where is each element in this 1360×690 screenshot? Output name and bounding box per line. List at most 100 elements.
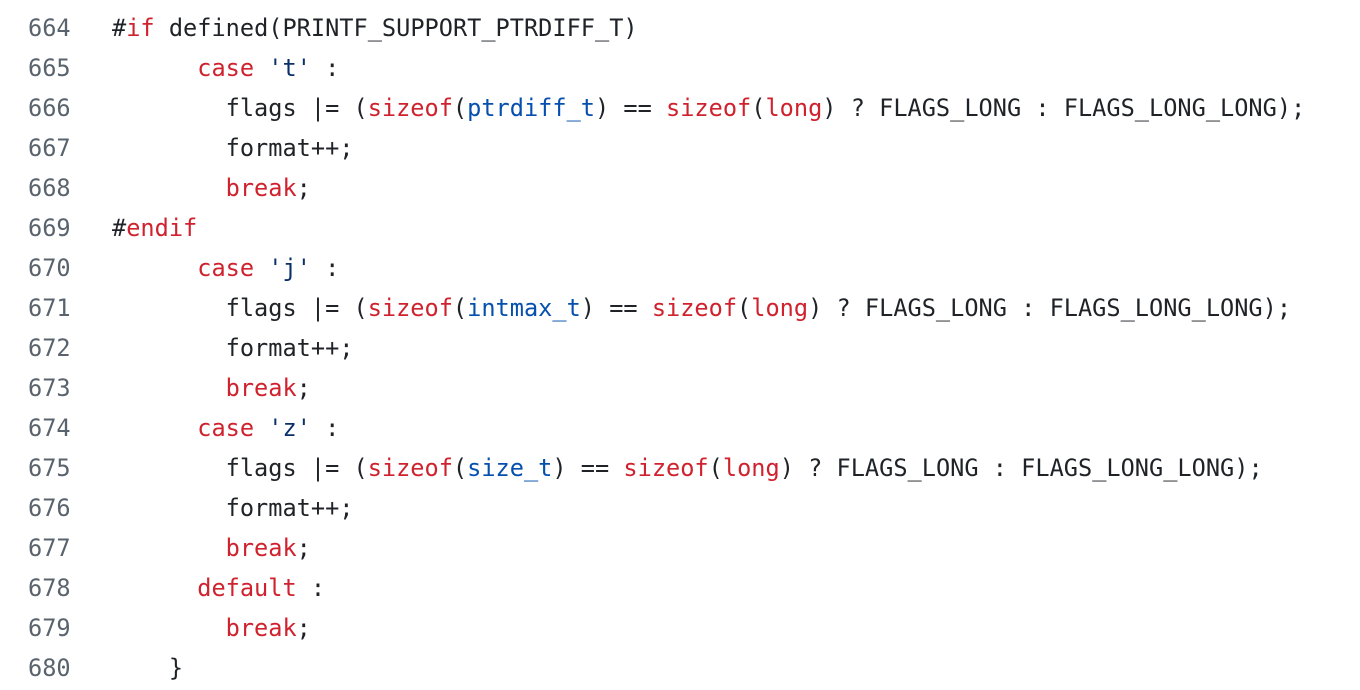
code-token-keyword: long xyxy=(765,94,823,122)
line-code: flags |= (sizeof(intmax_t) == sizeof(lon… xyxy=(112,288,1291,328)
line-code: flags |= (sizeof(ptrdiff_t) == sizeof(lo… xyxy=(112,88,1306,128)
line-code: #endif xyxy=(112,208,197,248)
line-code: format++; xyxy=(112,328,354,368)
code-token-plain: ( xyxy=(452,94,468,122)
code-token-type: ptrdiff_t xyxy=(467,94,595,122)
code-line: 679 break; xyxy=(0,608,1360,648)
code-token-keyword: case xyxy=(197,54,255,82)
line-number[interactable]: 674 xyxy=(28,414,71,442)
code-token-keyword: break xyxy=(225,174,297,202)
line-number[interactable]: 672 xyxy=(28,334,71,362)
code-token-type: intmax_t xyxy=(467,294,581,322)
code-line: 666 flags |= (sizeof(ptrdiff_t) == sizeo… xyxy=(0,88,1360,128)
line-code: #if defined(PRINTF_SUPPORT_PTRDIFF_T) xyxy=(112,8,638,48)
code-token-keyword: case xyxy=(197,414,255,442)
line-code: break; xyxy=(112,608,311,648)
line-number[interactable]: 668 xyxy=(28,174,71,202)
code-token-plain: # xyxy=(112,214,127,242)
line-code: flags |= (sizeof(size_t) == sizeof(long)… xyxy=(112,448,1263,488)
line-number[interactable]: 676 xyxy=(28,494,71,522)
code-token-plain: ; xyxy=(296,534,311,562)
code-token-plain: ( xyxy=(737,294,752,322)
code-token-plain: ( xyxy=(751,94,766,122)
line-number[interactable]: 667 xyxy=(28,134,71,162)
code-token-plain: ) == xyxy=(552,454,624,482)
code-line: 677 break; xyxy=(0,528,1360,568)
code-line: 664 #if defined(PRINTF_SUPPORT_PTRDIFF_T) xyxy=(0,8,1360,48)
code-token-plain xyxy=(112,174,226,202)
code-line: 665 case 't' : xyxy=(0,48,1360,88)
code-token-plain xyxy=(254,54,268,82)
code-token-plain: flags |= ( xyxy=(112,454,368,482)
code-token-plain: ) == xyxy=(580,294,652,322)
code-line: 676 format++; xyxy=(0,488,1360,528)
code-token-keyword: sizeof xyxy=(651,294,738,322)
code-token-keyword: sizeof xyxy=(367,294,453,322)
line-code: break; xyxy=(112,168,311,208)
code-token-keyword: sizeof xyxy=(367,454,453,482)
code-token-keyword: long xyxy=(751,294,809,322)
line-code: break; xyxy=(112,528,311,568)
code-line: 675 flags |= (sizeof(size_t) == sizeof(l… xyxy=(0,448,1360,488)
code-token-plain: ( xyxy=(452,294,468,322)
code-line: 672 format++; xyxy=(0,328,1360,368)
code-token-plain: ) ? FLAGS_LONG : FLAGS_LONG_LONG); xyxy=(779,454,1263,482)
code-token-plain: format++; xyxy=(112,134,354,162)
code-line: 673 break; xyxy=(0,368,1360,408)
line-number[interactable]: 679 xyxy=(28,614,71,642)
code-token-plain: ; xyxy=(296,614,311,642)
code-token-keyword: sizeof xyxy=(623,454,709,482)
line-code: case 'j' : xyxy=(112,248,339,288)
line-number[interactable]: 671 xyxy=(28,294,71,322)
code-token-plain: defined(PRINTF_SUPPORT_PTRDIFF_T) xyxy=(154,14,638,42)
code-token-plain: format++; xyxy=(112,334,354,362)
code-token-type: size_t xyxy=(467,454,553,482)
code-token-plain: ; xyxy=(296,174,311,202)
line-code: format++; xyxy=(112,488,354,528)
code-token-plain xyxy=(112,614,226,642)
code-token-plain: } xyxy=(112,654,184,682)
code-token-plain xyxy=(112,414,197,442)
code-token-plain: format++; xyxy=(112,494,354,522)
line-code: default : xyxy=(112,568,325,608)
code-token-keyword: break xyxy=(225,374,297,402)
code-token-plain: ( xyxy=(708,454,723,482)
code-line: 678 default : xyxy=(0,568,1360,608)
line-code: case 't' : xyxy=(112,48,339,88)
code-token-plain xyxy=(112,574,197,602)
line-number[interactable]: 665 xyxy=(28,54,71,82)
line-number[interactable]: 670 xyxy=(28,254,71,282)
code-token-plain: ) ? FLAGS_LONG : FLAGS_LONG_LONG); xyxy=(808,294,1292,322)
code-token-plain xyxy=(112,254,197,282)
code-token-keyword: long xyxy=(722,454,780,482)
line-code: case 'z' : xyxy=(112,408,339,448)
code-line: 669 #endif xyxy=(0,208,1360,248)
line-number[interactable]: 666 xyxy=(28,94,71,122)
code-token-plain: : xyxy=(310,414,340,442)
line-number[interactable]: 673 xyxy=(28,374,71,402)
line-number[interactable]: 677 xyxy=(28,534,71,562)
code-line: 668 break; xyxy=(0,168,1360,208)
code-token-plain xyxy=(112,374,226,402)
line-number[interactable]: 678 xyxy=(28,574,71,602)
code-token-plain: flags |= ( xyxy=(112,94,368,122)
code-line: 674 case 'z' : xyxy=(0,408,1360,448)
code-token-plain xyxy=(254,414,268,442)
code-token-plain: : xyxy=(310,54,340,82)
code-token-plain: # xyxy=(112,14,127,42)
line-code: break; xyxy=(112,368,311,408)
code-token-plain: : xyxy=(296,574,326,602)
line-code: } xyxy=(112,648,183,688)
code-token-keyword: sizeof xyxy=(666,94,752,122)
code-line: 671 flags |= (sizeof(intmax_t) == sizeof… xyxy=(0,288,1360,328)
line-number[interactable]: 675 xyxy=(28,454,71,482)
code-token-plain: flags |= ( xyxy=(112,294,368,322)
code-token-keyword: if xyxy=(126,14,155,42)
line-number[interactable]: 664 xyxy=(28,14,71,42)
code-token-plain: : xyxy=(310,254,340,282)
line-number[interactable]: 680 xyxy=(28,654,71,682)
line-number[interactable]: 669 xyxy=(28,214,71,242)
code-token-keyword: sizeof xyxy=(367,94,453,122)
code-token-keyword: default xyxy=(197,574,297,602)
code-token-string: 'z' xyxy=(268,414,311,442)
